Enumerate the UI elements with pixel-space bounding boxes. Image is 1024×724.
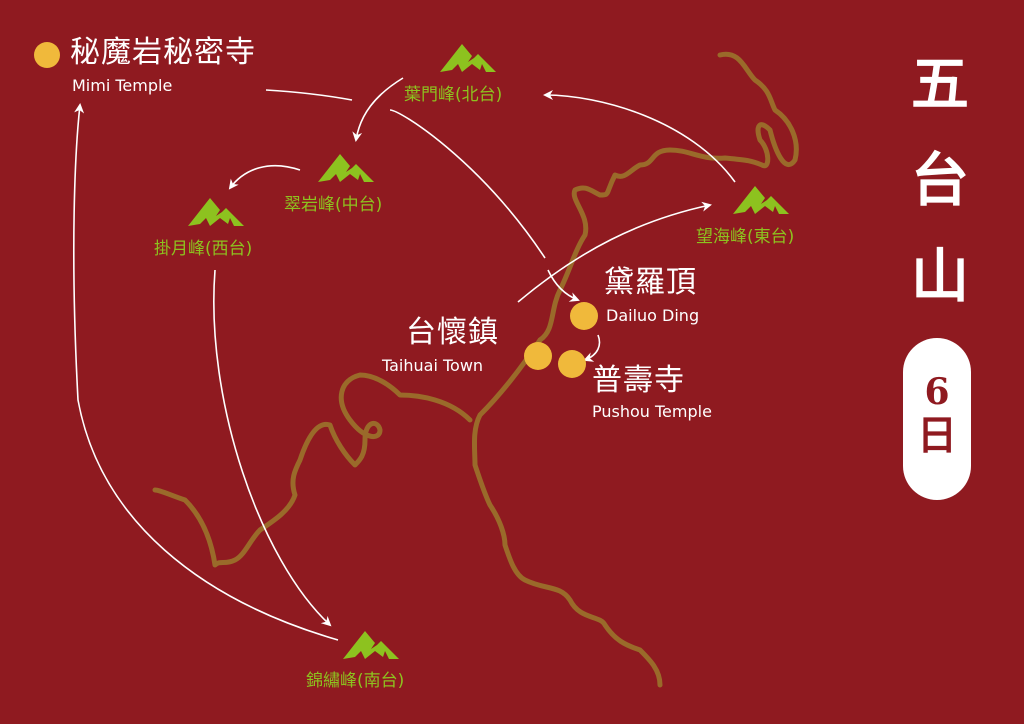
mimi-temple-en: Mimi Temple <box>72 76 173 95</box>
location-dot-pushou[interactable] <box>558 350 586 378</box>
title-char-3: 山 <box>910 242 969 310</box>
mimi-temple-cn: 秘魔岩秘密寺 <box>70 35 256 70</box>
peak-label-north: 葉門峰(北台) <box>404 85 503 105</box>
peak-label-east: 望海峰(東台) <box>696 227 795 247</box>
mountain-icon <box>343 631 399 659</box>
peak-label-west: 掛月峰(西台) <box>154 239 253 259</box>
dailuo-ding-en: Dailuo Ding <box>606 306 700 325</box>
day-badge: 6 日 <box>903 338 971 500</box>
pushou-temple-cn: 普壽寺 <box>592 363 685 398</box>
pushou-temple-en: Pushou Temple <box>592 402 712 421</box>
route-arrows <box>73 77 736 641</box>
taihuai-town-cn: 台懷鎮 <box>406 315 499 350</box>
peak-label-south: 錦繡峰(南台) <box>306 671 405 691</box>
dailuo-ding-cn: 黛羅頂 <box>604 265 697 300</box>
mountain-icon <box>440 44 496 72</box>
location-dot-dailuo[interactable] <box>570 302 598 330</box>
day-number: 6 <box>924 371 950 413</box>
location-dot-mimi[interactable] <box>34 42 60 68</box>
mountain-icon <box>733 186 789 214</box>
location-dot-taihuai[interactable] <box>524 342 552 370</box>
title-char-1: 五 <box>910 50 969 118</box>
roads <box>152 51 799 688</box>
day-unit: 日 <box>917 412 957 459</box>
mountain-icon <box>188 198 244 226</box>
mountain-icon <box>318 154 374 182</box>
title-char-2: 台 <box>910 146 969 214</box>
peak-label-central: 翠岩峰(中台) <box>284 195 383 215</box>
taihuai-town-en: Taihuai Town <box>382 356 484 375</box>
